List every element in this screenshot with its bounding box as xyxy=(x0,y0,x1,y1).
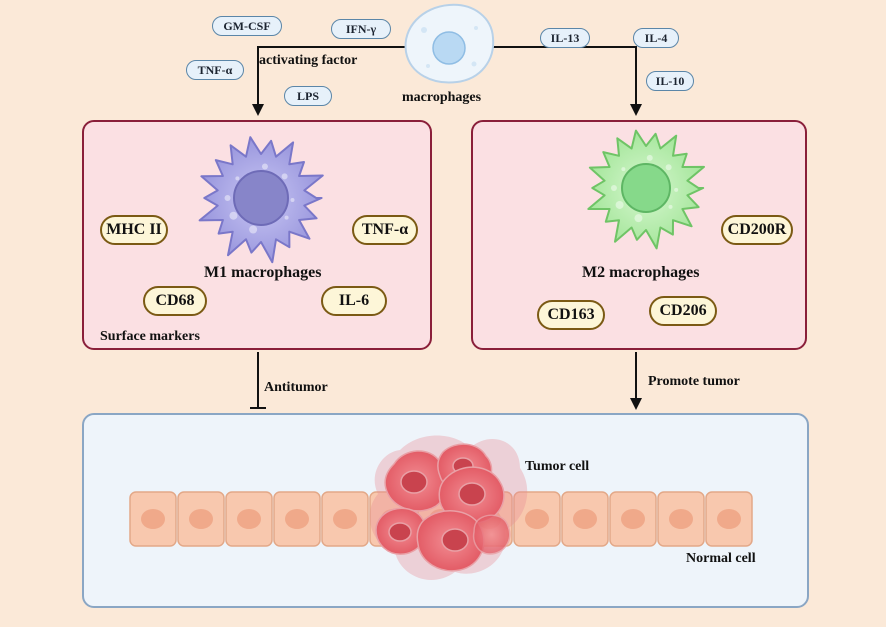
normal-cell-nucleus xyxy=(333,509,357,529)
normal-cell-nucleus xyxy=(237,509,261,529)
surface-markers-label: Surface markers xyxy=(100,329,200,344)
cell-vesicle xyxy=(634,214,643,223)
cell-vesicle xyxy=(610,185,617,191)
tnf-alpha-pill: TNF-α xyxy=(186,60,244,80)
gm-csf-pill: GM-CSF xyxy=(212,16,282,36)
m1-arrowhead xyxy=(252,104,264,116)
m1-activation-line xyxy=(257,46,405,106)
activating-factor-label: activating factor xyxy=(259,53,358,68)
ifn-gamma-pill: IFN-γ xyxy=(331,19,391,39)
normal-cell-label: Normal cell xyxy=(686,551,756,566)
cell-vesicle xyxy=(229,211,238,220)
normal-cell-nucleus xyxy=(525,509,549,529)
cell-nucleus xyxy=(621,163,671,213)
normal-cell-nucleus xyxy=(621,509,645,529)
promote-tumor-arrowhead xyxy=(630,398,642,410)
lps-pill: LPS xyxy=(284,86,332,106)
cell-vesicle xyxy=(621,167,626,172)
macrophages-label: macrophages xyxy=(402,90,482,105)
il-4-pill: IL-4 xyxy=(633,28,679,48)
il-10-pill: IL-10 xyxy=(646,71,694,91)
cd200r-marker: CD200R xyxy=(721,215,793,245)
m2-activation-line xyxy=(490,46,637,106)
promote-tumor-label: Promote tumor xyxy=(648,374,740,389)
cell-vesicle xyxy=(674,187,679,192)
m2-arrowhead xyxy=(630,104,642,116)
connector-lines xyxy=(250,46,637,409)
mhc-ii-marker: MHC II xyxy=(100,215,168,245)
il-13-pill: IL-13 xyxy=(540,28,590,48)
cell-nucleus xyxy=(233,170,289,226)
cell-vesicle xyxy=(284,215,289,220)
normal-cell-nucleus xyxy=(141,509,165,529)
tnf-alpha-marker: TNF-α xyxy=(352,215,418,245)
m2-macrophage-cell xyxy=(587,129,705,250)
tumor-cell-cluster xyxy=(369,435,528,580)
normal-cell-nucleus xyxy=(669,509,693,529)
cell-vesicle xyxy=(665,164,672,171)
cd163-marker: CD163 xyxy=(537,300,605,330)
m1-title: M1 macrophages xyxy=(204,264,322,281)
cell-vesicle xyxy=(646,154,653,161)
resting-macrophage-cell xyxy=(404,3,495,84)
cell-vesicle xyxy=(668,204,673,209)
cell-vesicle xyxy=(615,200,624,209)
cell-vesicle xyxy=(249,225,258,234)
antitumor-label: Antitumor xyxy=(264,380,328,395)
cd206-marker: CD206 xyxy=(649,296,717,326)
cell-vesicle xyxy=(281,173,288,180)
cd68-marker: CD68 xyxy=(143,286,207,316)
m1-macrophage-cell xyxy=(198,136,324,264)
cell-vesicle xyxy=(224,195,231,201)
cell-vesicle xyxy=(290,197,295,202)
m2-title: M2 macrophages xyxy=(582,264,700,281)
cell-vesicle xyxy=(261,163,268,170)
normal-cell-nucleus xyxy=(573,509,597,529)
normal-cell-nucleus xyxy=(717,509,741,529)
tumor-cell-label: Tumor cell xyxy=(525,459,590,474)
normal-cell-nucleus xyxy=(285,509,309,529)
il-6-marker: IL-6 xyxy=(321,286,387,316)
normal-cell-nucleus xyxy=(189,509,213,529)
cell-vesicle xyxy=(235,176,240,181)
